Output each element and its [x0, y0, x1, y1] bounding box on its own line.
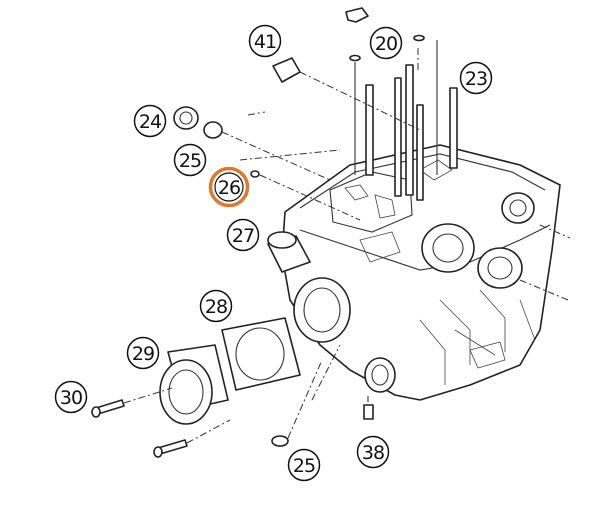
callout-20-label: 20: [375, 33, 397, 55]
part-29-flange: [159, 344, 229, 425]
callout-30-label: 30: [60, 387, 82, 409]
callout-28-label: 28: [205, 296, 227, 318]
head-bolts: [349, 34, 458, 201]
part-25-washer: [203, 121, 223, 139]
part-25-lower-washer: [271, 435, 289, 447]
part-30-bolts: [91, 387, 231, 458]
part-26-ring: [250, 170, 260, 178]
callout-28: 28: [199, 289, 233, 323]
top-cap-part: [345, 7, 369, 23]
callout-25-lower-label: 25: [293, 455, 315, 477]
part-24-plug: [173, 106, 199, 130]
part-28-gasket: [221, 317, 301, 391]
callout-38: 38: [356, 435, 390, 469]
callout-29: 29: [126, 336, 160, 370]
callout-38-label: 38: [362, 442, 384, 464]
part-38-plug: [363, 396, 374, 420]
callout-29-label: 29: [132, 343, 154, 365]
callout-20: 20: [369, 26, 403, 60]
callout-30: 30: [54, 380, 88, 414]
callout-41: 41: [248, 24, 282, 58]
highlight-ring: [208, 166, 250, 208]
callout-25-lower: 25: [287, 448, 321, 482]
callout-27-label: 27: [232, 225, 254, 247]
callout-27: 27: [226, 218, 260, 252]
part-27-sleeve: [267, 231, 311, 273]
part-41-stud: [272, 57, 421, 131]
callout-24-label: 24: [139, 111, 162, 133]
cylinder-head: [281, 144, 561, 401]
callout-26-label: 26: [218, 177, 240, 199]
callout-23-label: 23: [465, 68, 487, 90]
callout-41-label: 41: [254, 31, 276, 53]
callout-25-upper-label: 25: [179, 150, 201, 172]
callout-23: 23: [459, 61, 493, 95]
callout-25-upper: 25: [173, 143, 207, 177]
callout-26-highlighted: 26: [208, 166, 250, 208]
callout-24: 24: [133, 104, 167, 138]
